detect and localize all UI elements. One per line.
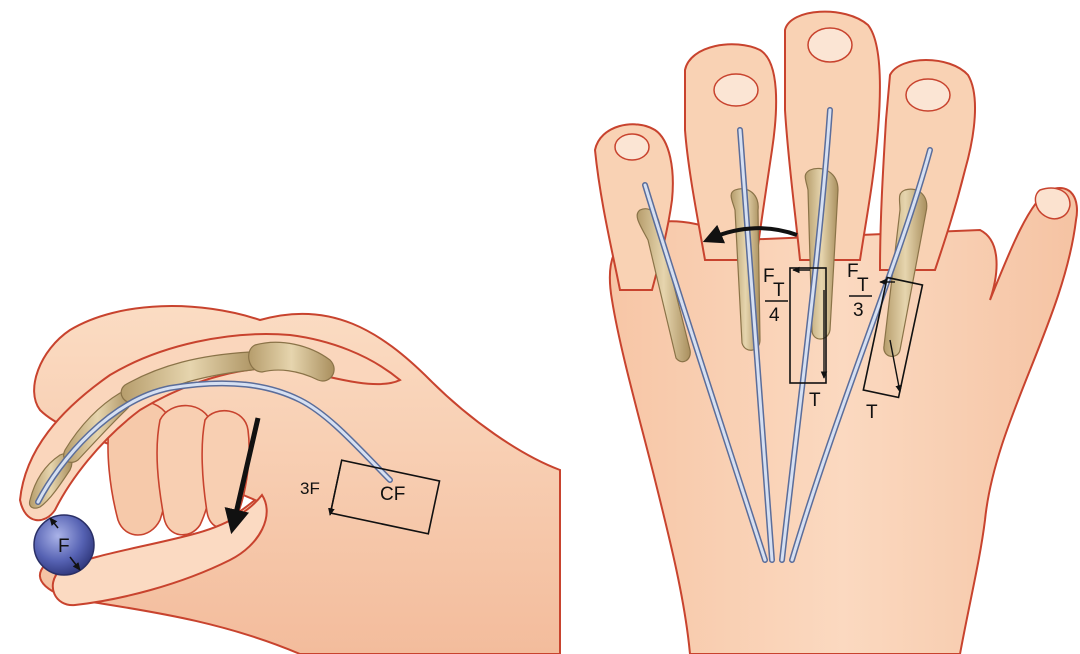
ring-fraction-numerator-t: T [773, 280, 785, 301]
right-middle-fingernail [808, 28, 852, 62]
ball-force-label: F [58, 536, 70, 557]
middle-fraction-denominator: 3 [853, 300, 864, 321]
middle-finger-t-label: T [866, 402, 878, 423]
right-index-fingernail [906, 79, 950, 111]
right-ring-fingernail [714, 74, 758, 106]
middle-fraction-numerator-t: T [857, 275, 869, 296]
ring-finger-t-label: T [809, 390, 821, 411]
ring-fraction-denominator: 4 [769, 305, 780, 326]
box-force-label: 3F [300, 479, 320, 498]
right-hand-figure: F T 4 T F T 3 T [595, 12, 1077, 654]
right-little-fingernail [615, 134, 649, 160]
left-hand-figure: F 3F CF [20, 306, 560, 654]
box-cf-label: CF [380, 484, 405, 505]
